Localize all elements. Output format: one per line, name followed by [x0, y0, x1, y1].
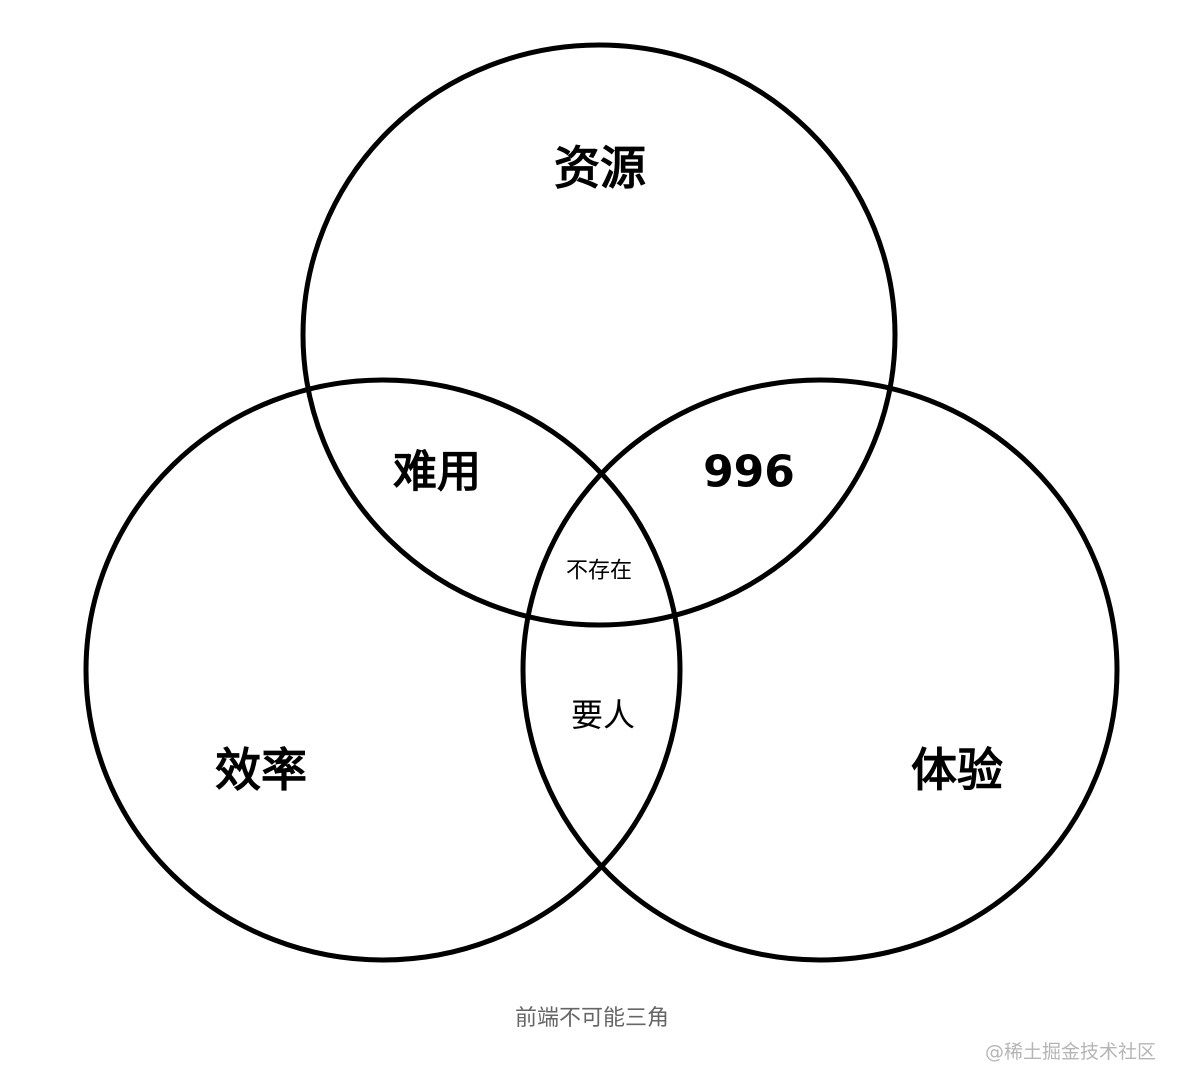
label-top-left-overlap: 难用	[393, 447, 481, 498]
watermark: @稀土掘金技术社区	[984, 1041, 1156, 1063]
circle-right	[520, 377, 1120, 963]
circle-top	[300, 42, 898, 628]
label-left-right-overlap: 要人	[571, 696, 635, 734]
diagram-caption: 前端不可能三角	[514, 1006, 669, 1031]
label-right-set: 体验	[911, 743, 1003, 797]
label-top-right-overlap: 996	[703, 447, 795, 498]
label-left-set: 效率	[215, 743, 307, 797]
label-top-set: 资源	[554, 141, 646, 195]
circle-left	[83, 377, 683, 963]
label-center-overlap: 不存在	[566, 559, 632, 584]
